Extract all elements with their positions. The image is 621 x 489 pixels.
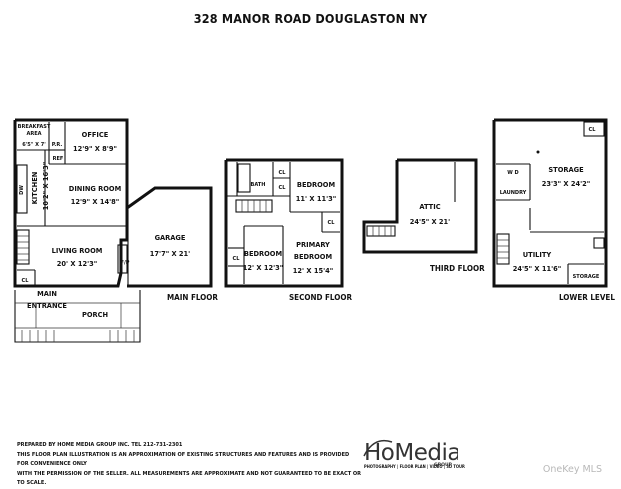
second-floor-label: SECOND FLOOR — [289, 293, 352, 302]
dining-room-label: DINING ROOM — [69, 184, 121, 193]
logo-wordmark: HoMedia — [364, 440, 458, 466]
storage-small-label: STORAGE — [573, 274, 600, 280]
utility-label: UTILITY — [523, 250, 552, 259]
third-floor-label: THIRD FLOOR — [430, 264, 485, 273]
closet-label-bedroom-2: CL — [233, 256, 241, 262]
breakfast-label-1: BREAKFAST — [18, 124, 51, 130]
office-label: OFFICE — [82, 130, 109, 139]
closet-label-primary: CL — [328, 220, 336, 226]
third-floor-plan: ATTIC 24'5" X 21' THIRD FLOOR — [362, 158, 485, 273]
kitchen-dimensions: 10'2" X 16'3" — [41, 162, 50, 211]
powder-room-label: P.R. — [52, 142, 63, 148]
garage-dimensions: 17'7" X 21' — [150, 249, 190, 258]
main-entrance-label-1: MAIN — [37, 289, 57, 298]
closet-label-lower: CL — [589, 127, 597, 133]
porch-label: PORCH — [82, 310, 108, 319]
fireplace-label: F/P — [121, 260, 130, 266]
prepared-by-line: PREPARED BY HOME MEDIA GROUP INC. TEL 21… — [17, 442, 183, 448]
primary-bedroom-dimensions: 12' X 15'4" — [293, 266, 333, 275]
main-floor-plan: BREAKFAST AREA 6'5" X 7' P.R. REF OFFICE… — [13, 118, 218, 343]
refrigerator-label: REF — [53, 156, 64, 162]
logo-group-text: GROUP — [434, 462, 453, 468]
disclaimer-line-1: THIS FLOOR PLAN ILLUSTRATION IS AN APPRO… — [17, 451, 350, 468]
bedroom-1-label: BEDROOM — [297, 180, 335, 189]
living-room-dimensions: 20' X 12'3" — [57, 259, 97, 268]
primary-bedroom-label-1: PRIMARY — [296, 240, 330, 249]
main-floor-label: MAIN FLOOR — [167, 293, 218, 302]
plan-title: 328 MANOR ROAD DOUGLASTON NY — [193, 11, 428, 26]
closet-label-bath-2: CL — [279, 185, 287, 191]
bedroom-2-label: BEDROOM — [244, 249, 282, 258]
storage-label: STORAGE — [548, 165, 584, 174]
washer-dryer-label: W D — [507, 170, 518, 176]
homedia-logo: HoMedia GROUP — [363, 439, 458, 468]
closet-label-main: CL — [22, 278, 30, 284]
primary-bedroom-label-2: BEDROOM — [294, 252, 332, 261]
mls-watermark: OneKey MLS — [542, 464, 602, 475]
bedroom-1-dimensions: 11' X 11'3" — [296, 194, 336, 203]
logo-services: PHOTOGRAPHY | FLOOR PLAN | VIDEO | 3D TO… — [364, 464, 465, 469]
second-floor-plan: BATH CL CL BEDROOM 11' X 11'3" CL BEDROO… — [224, 158, 352, 302]
garage-label: GARAGE — [155, 233, 186, 242]
bedroom-2-dimensions: 12' X 12'3" — [243, 263, 283, 272]
lower-level-label: LOWER LEVEL — [559, 293, 615, 302]
breakfast-label-2: AREA — [26, 131, 41, 137]
main-entrance-label-2: ENTRANCE — [27, 301, 67, 310]
dining-room-dimensions: 12'9" X 14'8" — [71, 197, 120, 206]
disclaimer-line-2: WITH THE PERMISSION OF THE SELLER. ALL M… — [17, 470, 362, 487]
closet-label-bath-1: CL — [279, 170, 287, 176]
utility-dimensions: 24'5" X 11'6" — [513, 264, 562, 273]
laundry-label: LAUNDRY — [500, 190, 527, 196]
attic-label: ATTIC — [419, 202, 440, 211]
kitchen-label: KITCHEN — [30, 172, 39, 205]
dishwasher-label: DW — [19, 185, 25, 195]
storage-dimensions: 23'3" X 24'2" — [542, 179, 591, 188]
breakfast-dimensions: 6'5" X 7' — [22, 142, 46, 148]
attic-dimensions: 24'5" X 21' — [410, 217, 450, 226]
office-dimensions: 12'9" X 8'9" — [73, 144, 117, 153]
bath-label: BATH — [251, 182, 266, 188]
lower-level-plan: CL STORAGE 23'3" X 24'2" W D LAUNDRY UTI… — [492, 118, 615, 302]
disclaimer: PREPARED BY HOME MEDIA GROUP INC. TEL 21… — [17, 441, 362, 489]
living-room-label: LIVING ROOM — [52, 246, 103, 255]
